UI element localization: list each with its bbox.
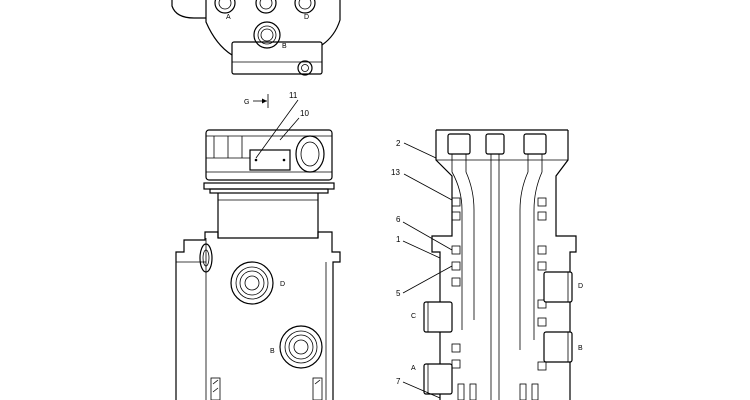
callout-2: 2 — [396, 139, 401, 148]
callout-13: 13 — [391, 168, 400, 177]
callout-10: 10 — [300, 109, 309, 118]
front-view: G 11 10 — [175, 91, 341, 400]
port-label-b: B — [282, 43, 287, 50]
section-port-label-b: B — [578, 345, 583, 352]
port-label-a: A — [226, 14, 231, 21]
port-label-d: D — [304, 14, 309, 21]
callout-11: 11 — [289, 91, 298, 100]
callout-6: 6 — [396, 215, 401, 224]
section-port-label-a: A — [411, 365, 416, 372]
right-seal-grooves — [537, 197, 547, 371]
callout-5: 5 — [396, 289, 401, 298]
front-port-label-d: D — [280, 281, 285, 288]
left-seal-grooves — [451, 197, 461, 369]
section-port-label-c: C — [411, 313, 416, 320]
callout-7: 7 — [396, 377, 401, 386]
callout-1: 1 — [396, 235, 401, 244]
section-view: C A D B 2 13 6 1 5 7 — [391, 129, 583, 400]
view-marker-label: G — [244, 99, 249, 106]
section-port-label-d: D — [578, 283, 583, 290]
front-port-label-b: B — [270, 348, 275, 355]
top-view: A D B — [171, 0, 341, 76]
